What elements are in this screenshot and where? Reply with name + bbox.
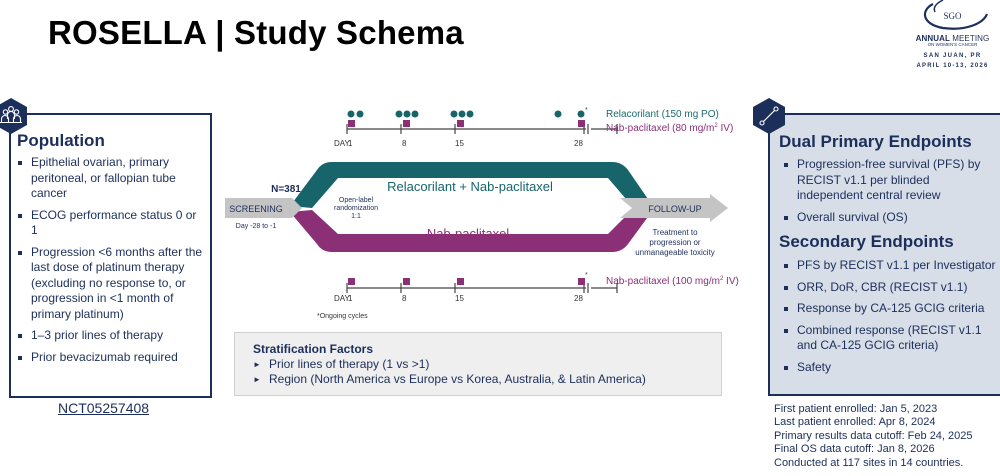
endpoint-item: PFS by RECIST v1.1 per Investigator bbox=[783, 258, 1000, 274]
population-list: Epithelial ovarian, primary peritoneal, … bbox=[17, 155, 203, 371]
relacorilant-doses bbox=[347, 110, 585, 118]
arm2-path bbox=[290, 210, 650, 252]
triangle-bullet-icon: ► bbox=[253, 360, 261, 369]
population-item: 1–3 prior lines of therapy bbox=[17, 328, 203, 344]
study-note: Last patient enrolled: Apr 8, 2024 bbox=[774, 416, 936, 429]
follow-up-label: FOLLOW-UP bbox=[648, 204, 701, 214]
population-item: Prior bevacizumab required bbox=[17, 350, 203, 366]
study-note: First patient enrolled: Jan 5, 2023 bbox=[774, 403, 938, 415]
day-tick-label: 15 bbox=[455, 294, 464, 303]
population-item: Epithelial ovarian, primary peritoneal, … bbox=[17, 155, 203, 202]
logo-dates: APRIL 10-13, 2026 bbox=[916, 63, 989, 69]
day-label: DAY bbox=[334, 294, 351, 303]
arm1-path bbox=[290, 162, 650, 208]
study-note: Conducted at 117 sites in 14 countries. bbox=[774, 456, 964, 469]
follow-up-note: unmanageable toxicity bbox=[635, 248, 715, 257]
day-tick-label: 1 bbox=[348, 139, 353, 148]
screening-label: SCREENING bbox=[229, 204, 283, 214]
randomization-ratio: 1:1 bbox=[351, 213, 361, 220]
bottom-timeline: * DAY 1 8 15 28 Nab-paclitaxel (100 mg/m… bbox=[317, 272, 739, 320]
stratification-panel bbox=[234, 332, 722, 396]
logo-meeting: ANNUAL MEETING bbox=[915, 34, 990, 43]
nab-paclitaxel-doses-bottom bbox=[348, 278, 585, 285]
connection-line-icon bbox=[753, 98, 785, 134]
endpoint-item: Overall survival (OS) bbox=[783, 210, 998, 226]
population-item: Progression <6 months after the last dos… bbox=[17, 245, 203, 323]
nab-paclitaxel-100-legend: Nab-paclitaxel (100 mg/m2 IV) bbox=[606, 276, 739, 287]
day-tick-label: 15 bbox=[455, 139, 464, 148]
follow-up-note: progression or bbox=[649, 238, 700, 247]
sample-size: N=381 bbox=[271, 184, 301, 195]
population-panel bbox=[9, 113, 212, 398]
follow-up-note: Treatment to bbox=[652, 228, 698, 237]
study-schema-diagram: * DAY 1 8 15 28 Relacorilant (150 mg PO)… bbox=[225, 107, 739, 320]
asterisk: * bbox=[585, 107, 588, 114]
nab-paclitaxel-80-legend: Nab-paclitaxel (80 mg/m2 IV) bbox=[606, 123, 733, 134]
footnote: *Ongoing cycles bbox=[317, 313, 368, 320]
day-tick-label: 28 bbox=[574, 139, 583, 148]
follow-up-arrow bbox=[620, 194, 728, 222]
logo-subtitle: ON WOMEN'S CANCER bbox=[927, 42, 978, 47]
day-tick-label: 8 bbox=[402, 294, 407, 303]
endpoint-item: Progression-free survival (PFS) by RECIS… bbox=[783, 157, 998, 204]
relacorilant-legend: Relacorilant (150 mg PO) bbox=[606, 109, 719, 120]
randomization-label: randomization bbox=[334, 205, 378, 212]
stratification-item: ►Prior lines of therapy (1 vs >1) bbox=[253, 357, 430, 371]
arm2-label: Nab-paclitaxel bbox=[427, 226, 509, 241]
endpoint-item: Safety bbox=[783, 360, 1000, 376]
population-title: Population bbox=[17, 131, 105, 150]
nab-paclitaxel-doses-top bbox=[348, 120, 585, 127]
people-group-icon bbox=[0, 98, 27, 134]
stratification-item: ►Region (North America vs Europe vs Kore… bbox=[253, 372, 646, 386]
endpoint-item: Combined response (RECIST v1.1 and CA-12… bbox=[783, 323, 1000, 354]
endpoint-item: Response by CA-125 GCIG criteria bbox=[783, 301, 1000, 317]
day-tick-label: 28 bbox=[574, 294, 583, 303]
study-note: Primary results data cutoff: Feb 24, 202… bbox=[774, 429, 973, 442]
logo-location: SAN JUAN, PR bbox=[923, 53, 982, 59]
page-title: ROSELLA | Study Schema bbox=[48, 14, 464, 51]
trial-id-link[interactable]: NCT05257408 bbox=[58, 400, 150, 416]
day-tick-label: 8 bbox=[402, 139, 407, 148]
day-tick-label: 1 bbox=[348, 294, 353, 303]
top-timeline: * DAY 1 8 15 28 Relacorilant (150 mg PO)… bbox=[334, 107, 733, 148]
asterisk: * bbox=[585, 272, 588, 279]
day-label: DAY bbox=[334, 139, 351, 148]
arm1-label: Relacorilant + Nab-paclitaxel bbox=[387, 179, 553, 194]
population-item: ECOG performance status 0 or 1 bbox=[17, 208, 203, 239]
study-note: Final OS data cutoff: Jan 8, 2026 bbox=[774, 443, 935, 456]
triangle-bullet-icon: ► bbox=[253, 375, 261, 384]
secondary-endpoints-list: PFS by RECIST v1.1 per Investigator ORR,… bbox=[783, 258, 1000, 381]
primary-endpoints-list: Progression-free survival (PFS) by RECIS… bbox=[783, 157, 998, 231]
stratification-title: Stratification Factors bbox=[253, 342, 374, 356]
sgo-logo: SGO ANNUAL MEETING ON WOMEN'S CANCER SAN… bbox=[905, 0, 1000, 80]
study-notes: First patient enrolled: Jan 5, 2023 Last… bbox=[774, 403, 973, 470]
endpoints-panel bbox=[768, 113, 1000, 396]
secondary-endpoints-title: Secondary Endpoints bbox=[779, 232, 954, 251]
sgo-swoosh-icon bbox=[923, 0, 989, 30]
screening-arrow bbox=[225, 198, 302, 218]
screening-days: Day -28 to -1 bbox=[236, 223, 277, 230]
endpoint-item: ORR, DoR, CBR (RECIST v1.1) bbox=[783, 280, 1000, 296]
logo-mark: SGO bbox=[943, 11, 962, 21]
randomization-label: Open-label bbox=[339, 197, 374, 204]
primary-endpoints-title: Dual Primary Endpoints bbox=[779, 132, 972, 151]
